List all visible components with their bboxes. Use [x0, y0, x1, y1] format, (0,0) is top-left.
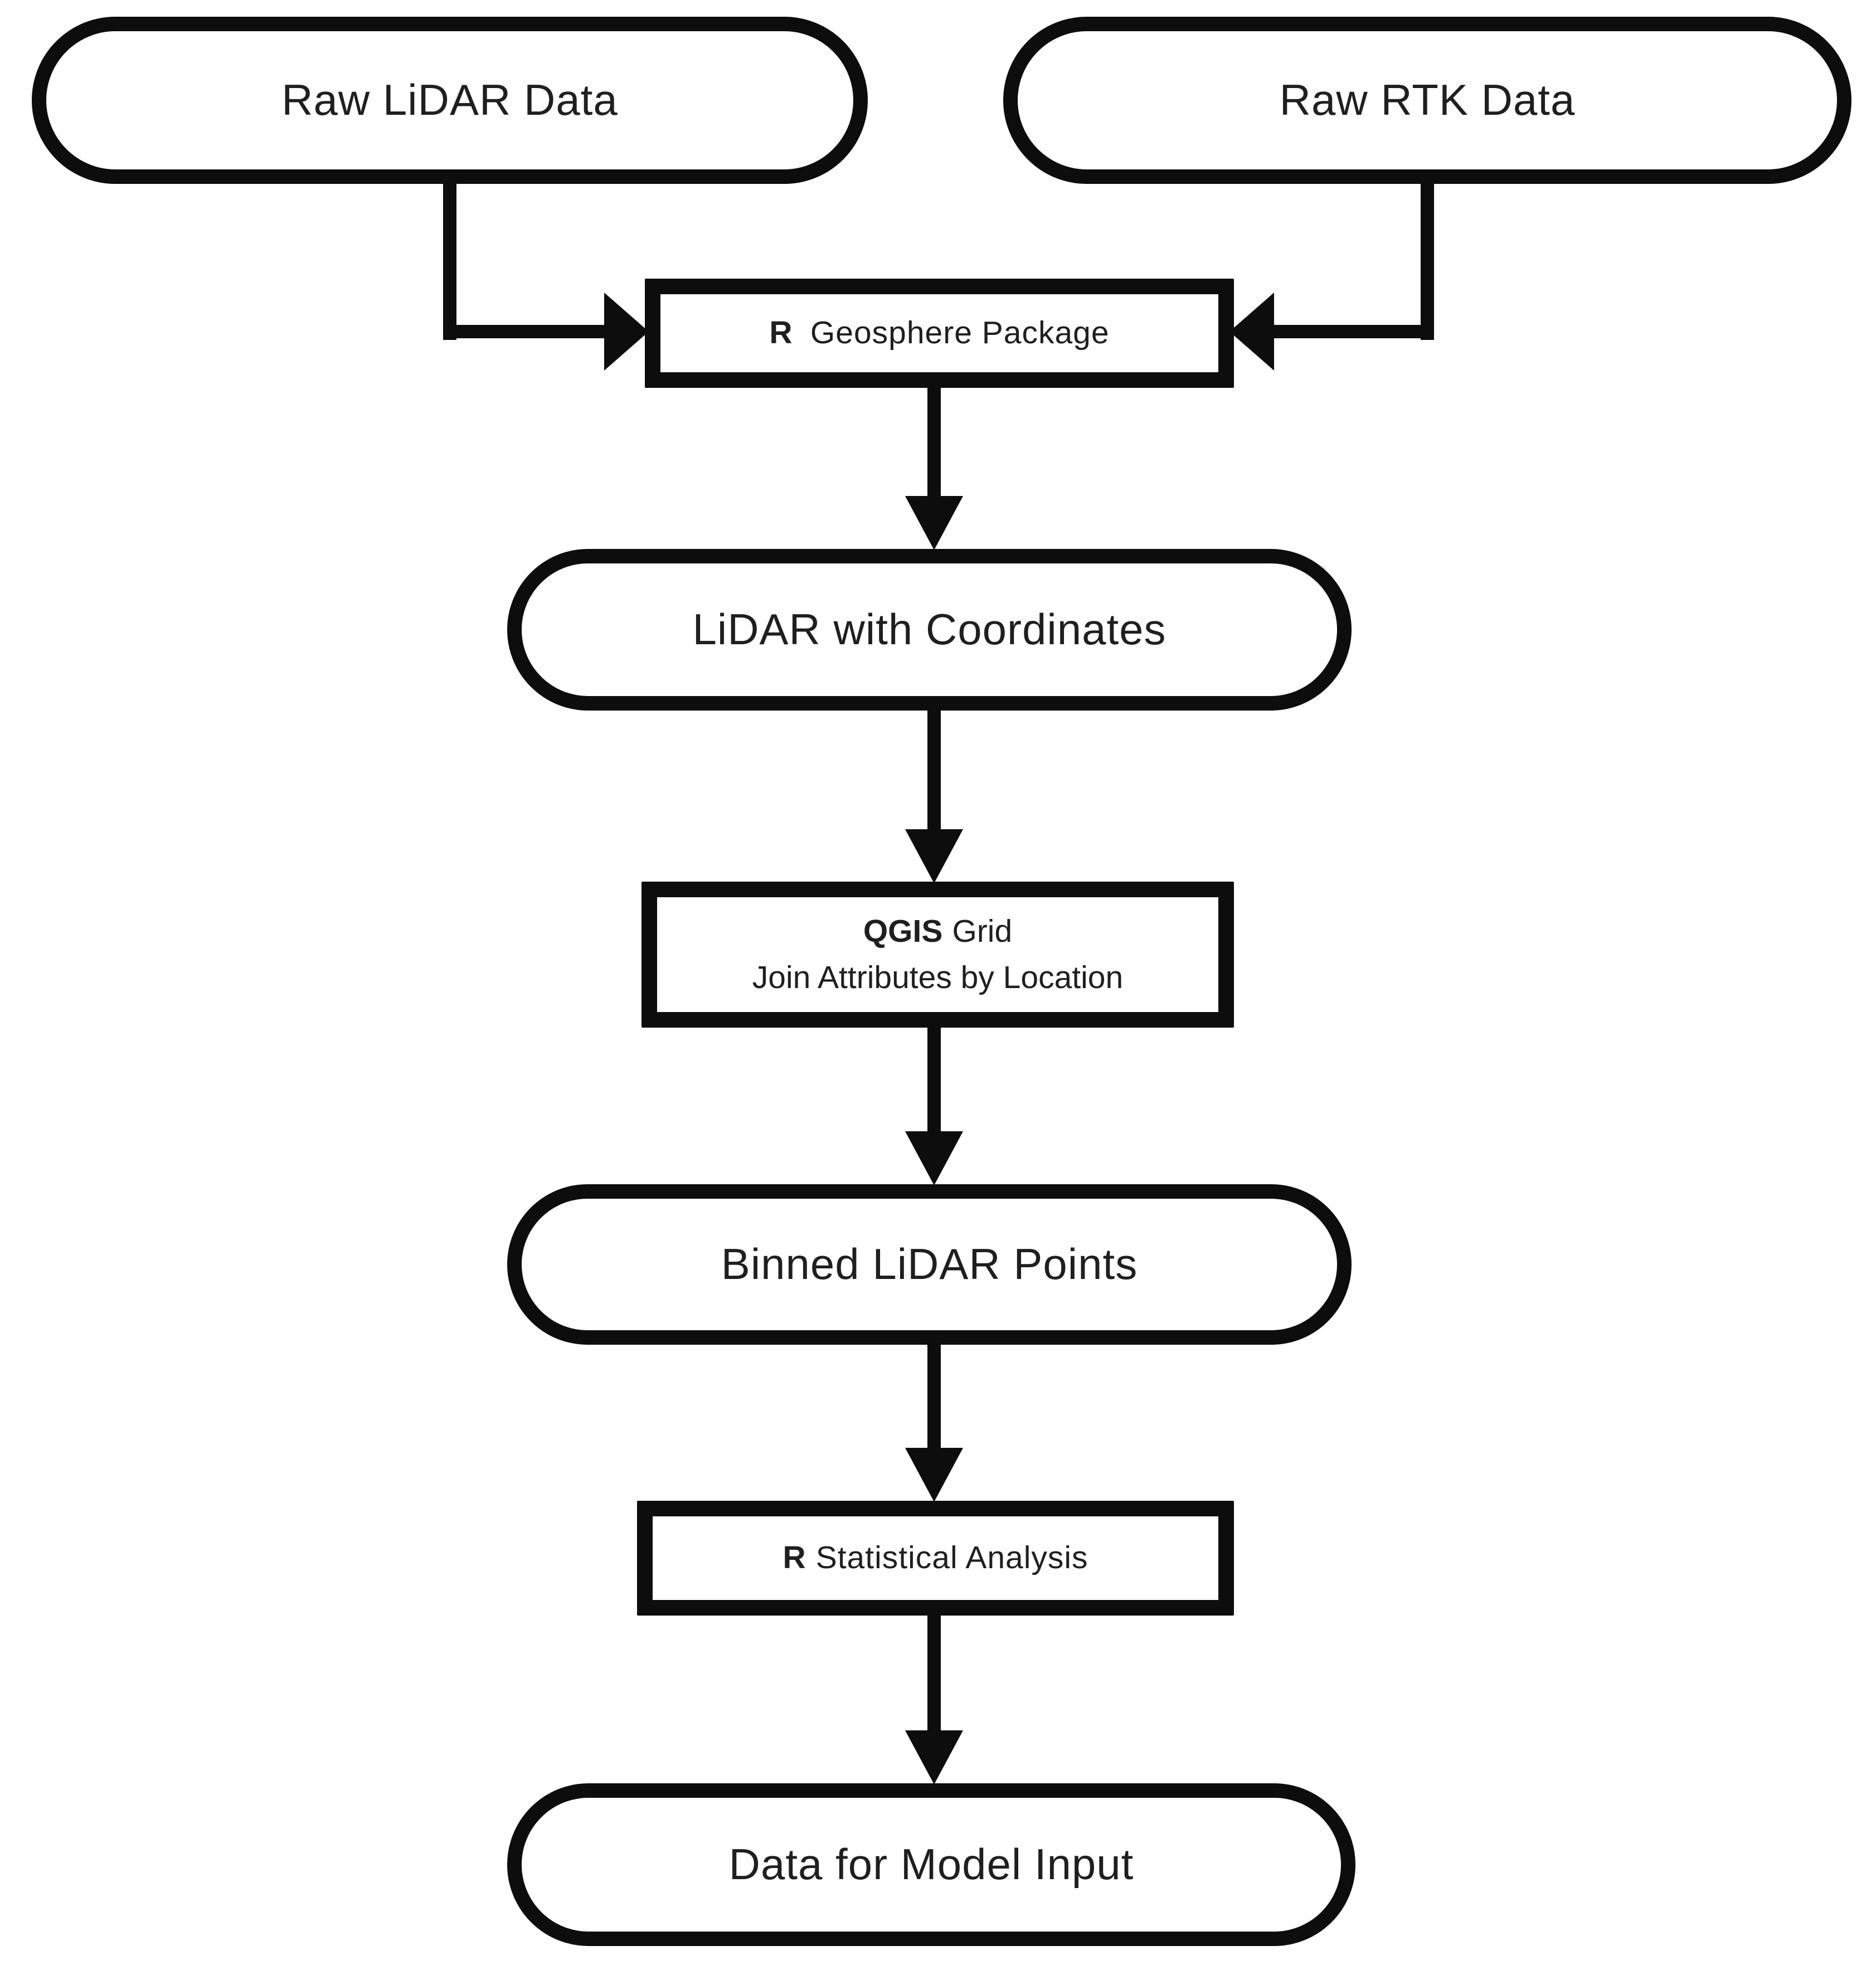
connector-qgis-to-binned — [927, 1025, 941, 1134]
node-lidar-with-coordinates: LiDAR with Coordinates — [507, 549, 1352, 711]
connector-raw-lidar-horizontal — [443, 325, 610, 338]
geosphere-label-rest: Geosphere Package — [810, 315, 1110, 351]
arrowhead-into-qgis-icon — [905, 829, 963, 883]
arrowhead-into-geosphere-left-icon — [604, 293, 649, 371]
node-raw-lidar-label: Raw LiDAR Data — [281, 75, 618, 125]
connector-rstat-to-modelinput — [927, 1613, 941, 1731]
node-binned-lidar-points: Binned LiDAR Points — [507, 1184, 1352, 1345]
connector-lidarcoords-to-qgis — [927, 707, 941, 835]
arrowhead-into-geosphere-right-icon — [1229, 293, 1274, 371]
node-data-for-model-input: Data for Model Input — [507, 1783, 1355, 1946]
arrowhead-into-modelinput-icon — [905, 1730, 963, 1784]
qgis-line1-rest: Grid — [952, 913, 1013, 950]
connector-raw-rtk-horizontal — [1274, 325, 1434, 338]
arrowhead-into-binned-icon — [905, 1131, 963, 1185]
rstat-label-rest: Statistical Analysis — [815, 1540, 1088, 1576]
connector-raw-rtk-vertical — [1421, 177, 1434, 340]
node-raw-rtk-label: Raw RTK Data — [1279, 75, 1576, 125]
geosphere-bold-prefix: R — [769, 315, 793, 351]
node-lidar-coords-label: LiDAR with Coordinates — [692, 605, 1167, 654]
connector-binned-to-rstat — [927, 1341, 941, 1452]
connector-raw-lidar-vertical — [443, 177, 456, 340]
arrowhead-into-rstat-icon — [905, 1448, 963, 1502]
node-geosphere-label: R Geosphere Package — [769, 315, 1109, 352]
node-raw-rtk-data: Raw RTK Data — [1003, 17, 1851, 184]
node-model-input-label: Data for Model Input — [728, 1840, 1134, 1889]
node-raw-lidar-data: Raw LiDAR Data — [32, 17, 868, 184]
node-r-geosphere-package: R Geosphere Package — [645, 279, 1234, 388]
connector-geosphere-to-lidarcoords — [927, 385, 941, 504]
node-binned-label: Binned LiDAR Points — [721, 1239, 1138, 1289]
arrowhead-into-lidarcoords-icon — [905, 496, 963, 550]
qgis-line2: Join Attributes by Location — [752, 960, 1124, 995]
rstat-bold-prefix: R — [783, 1540, 806, 1576]
qgis-bold-prefix: QGIS — [863, 913, 943, 950]
